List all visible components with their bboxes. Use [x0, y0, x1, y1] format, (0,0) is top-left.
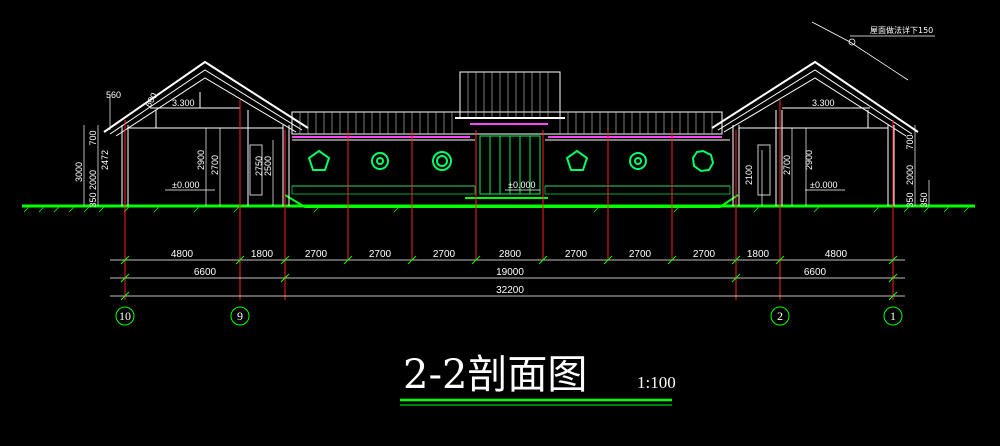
dims-row1: 4800 1800 2700 2700 2700 2800 2700 2700 …	[171, 249, 848, 260]
dims-row2: 6600 19000 6600	[194, 267, 827, 278]
vdim-560: 560	[106, 90, 121, 100]
pentagon-window-right	[565, 149, 589, 171]
vdim-2000: 2000	[88, 170, 98, 190]
vdim-3000: 3000	[74, 162, 84, 182]
grid-label-10: 10	[119, 309, 131, 323]
grid-label-2: 2	[777, 309, 783, 323]
dim-row1-8: 2700	[693, 249, 716, 260]
vdim-2472: 2472	[100, 150, 110, 170]
left-pavilion	[103, 60, 309, 206]
elevation-markers: 3.300 3.300 ±0.000 ±0.000 ±0.000	[165, 98, 850, 191]
vdim-2900-right: 2900	[804, 150, 814, 170]
grid-bubbles	[115, 306, 903, 326]
vdim-350-left: 350	[88, 192, 98, 207]
grid-labels: 10 9 2 1	[119, 309, 896, 323]
dim-row1-3: 2700	[369, 249, 392, 260]
vdims-left-inner: 2900 2700	[196, 150, 220, 175]
vdim-2500: 2500	[263, 156, 273, 176]
elev-right-top: 3.300	[812, 98, 835, 108]
title-block: 2-2剖面图 1:100	[400, 352, 676, 406]
round-window-left	[371, 151, 452, 171]
dim-row3-0: 32200	[496, 285, 524, 296]
elev-left-top: 3.300	[172, 98, 195, 108]
drawing-scale: 1:100	[637, 373, 676, 392]
eave-trim	[292, 123, 722, 138]
roof-note: 屋面做法详下150	[811, 21, 935, 81]
dim-row2-0: 6600	[194, 267, 217, 278]
vertical-dim-lines	[83, 95, 930, 206]
vdim-2700-left: 2700	[210, 155, 220, 175]
grid-label-1: 1	[890, 309, 896, 323]
vdim-2100: 2100	[744, 165, 754, 185]
vdim-700-right: 700	[905, 134, 915, 149]
dim-row2-2: 6600	[804, 267, 827, 278]
elev-center-ground: ±0.000	[508, 180, 535, 190]
ground	[22, 194, 975, 213]
vdims-right-door: 2100	[744, 165, 754, 185]
vdim-600: 600	[143, 91, 159, 109]
lattice-base	[291, 185, 731, 195]
vdims-far-left: 3000 2000 700 2472 350	[74, 130, 110, 207]
center-door	[479, 135, 541, 195]
vdim-2900-left: 2900	[196, 150, 206, 170]
dim-row1-1: 1800	[251, 249, 274, 260]
dim-row1-4: 2700	[433, 249, 456, 260]
vdims-left-door: 2750 2500	[254, 156, 273, 176]
dim-row1-7: 2700	[629, 249, 652, 260]
grid-axes	[124, 100, 894, 300]
dim-row1-6: 2700	[565, 249, 588, 260]
elev-left-ground: ±0.000	[172, 180, 199, 190]
vdim-350-right-a: 350	[905, 192, 915, 207]
dim-row1-10: 4800	[825, 249, 848, 260]
dim-row2-1: 19000	[496, 267, 524, 278]
vdim-2750: 2750	[254, 156, 264, 176]
vdim-350-right-b: 350	[919, 192, 929, 207]
dim-row1-0: 4800	[171, 249, 194, 260]
drawing-title: 2-2剖面图	[403, 352, 587, 398]
pentagon-window-left	[307, 149, 331, 171]
dim-row1-2: 2700	[305, 249, 328, 260]
grid-label-9: 9	[237, 309, 243, 323]
vdims-left-top: 560 600	[106, 90, 159, 109]
vdim-700: 700	[88, 130, 98, 145]
dim-row1-5: 2800	[499, 249, 522, 260]
elev-right-ground: ±0.000	[810, 180, 837, 190]
dims-row3: 32200	[496, 285, 524, 296]
dim-row1-9: 1800	[747, 249, 770, 260]
round-window-right	[629, 149, 715, 173]
vdims-far-right: 700 2000 350 350	[905, 134, 929, 207]
vdim-2000-right: 2000	[905, 165, 915, 185]
vdim-2700-right: 2700	[782, 155, 792, 175]
dimension-ticks	[120, 255, 898, 301]
vdims-right-inner: 2700 2900	[782, 150, 814, 175]
roof-note-text: 屋面做法详下150	[870, 25, 933, 35]
dimension-lines	[110, 259, 905, 297]
corridor	[291, 71, 723, 135]
